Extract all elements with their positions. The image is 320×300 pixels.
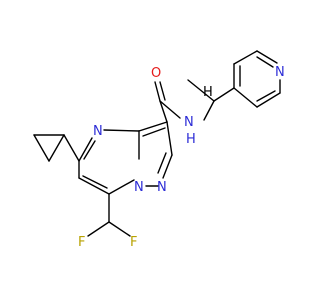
pyridine-ring bbox=[233, 50, 281, 108]
pyrimidine-ring bbox=[78, 129, 140, 195]
bond bbox=[48, 134, 65, 162]
bond bbox=[157, 152, 167, 174]
bond bbox=[256, 90, 276, 102]
pyridine-nitrogen-label: N bbox=[275, 65, 285, 80]
bond bbox=[159, 81, 166, 101]
cyclopropyl-group bbox=[33, 134, 80, 162]
bond bbox=[108, 221, 131, 237]
ethyl-linker bbox=[187, 79, 235, 102]
bond bbox=[142, 127, 166, 137]
bond bbox=[108, 179, 135, 195]
fluorine-left-label: F bbox=[78, 235, 85, 250]
carboxamide-group bbox=[154, 81, 215, 123]
bond bbox=[162, 154, 173, 179]
bond bbox=[256, 56, 274, 68]
bond bbox=[166, 121, 173, 156]
bond bbox=[63, 134, 80, 162]
bond bbox=[83, 140, 96, 160]
pyrazole-nitrogen-label: N bbox=[157, 180, 167, 195]
bond bbox=[138, 121, 168, 132]
bond bbox=[159, 100, 168, 123]
bond bbox=[233, 50, 258, 65]
bond bbox=[78, 137, 93, 162]
bond bbox=[187, 79, 215, 102]
oxygen-atom-label: O bbox=[151, 66, 161, 81]
bond bbox=[159, 100, 181, 119]
pyrazole-ring bbox=[138, 121, 173, 187]
bond bbox=[154, 81, 161, 102]
bond bbox=[203, 100, 215, 121]
structure-diagram: O N H H N N N N F F bbox=[33, 50, 285, 250]
bond bbox=[256, 92, 281, 108]
bond bbox=[233, 87, 258, 108]
molecule-canvas: O N H H N N N N F F bbox=[33, 50, 285, 250]
bond bbox=[213, 87, 235, 102]
methine-hydrogen-label: H bbox=[203, 85, 213, 100]
amide-hydrogen-label: H bbox=[186, 132, 196, 147]
bond bbox=[87, 221, 110, 237]
bond bbox=[33, 134, 50, 162]
pyrimidine-nitrogen-label: N bbox=[93, 124, 103, 139]
bridgehead-nitrogen-label: N bbox=[134, 180, 144, 195]
difluoromethyl-group bbox=[87, 193, 131, 237]
bond bbox=[82, 175, 108, 189]
amide-nitrogen-label: N bbox=[184, 115, 194, 130]
bond bbox=[78, 177, 110, 195]
fluorine-right-label: F bbox=[130, 235, 137, 250]
bond bbox=[256, 50, 278, 64]
bond bbox=[103, 129, 140, 132]
